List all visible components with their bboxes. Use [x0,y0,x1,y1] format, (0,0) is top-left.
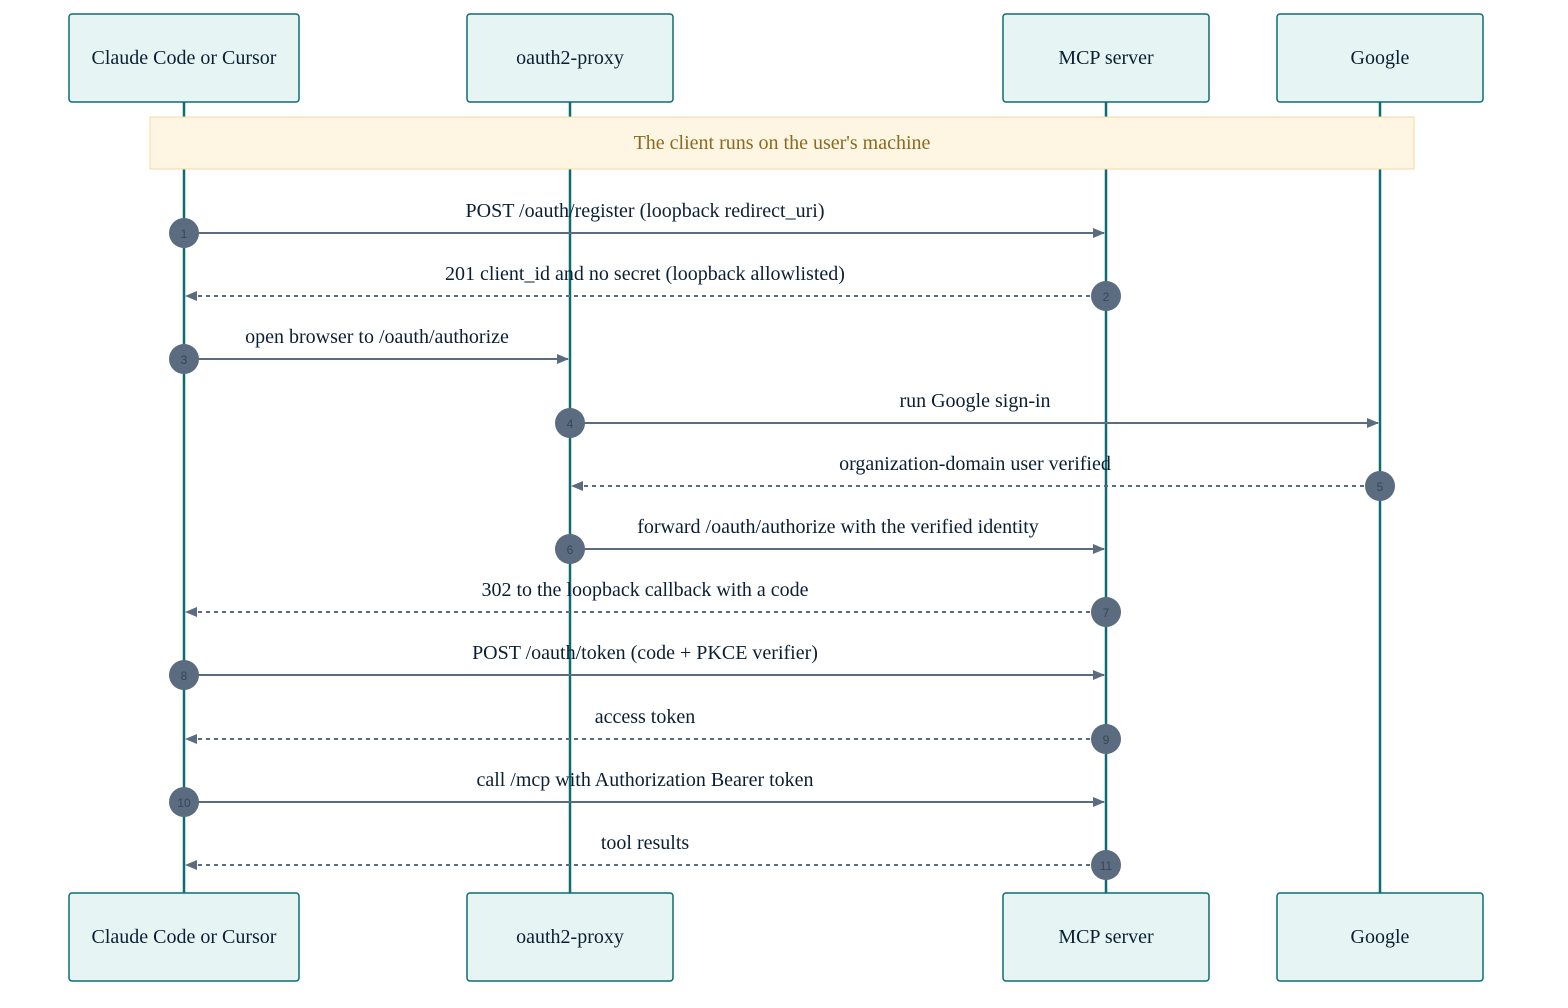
actor-box [466,13,674,103]
message-3: open browser to /oauth/authorize 3 [169,326,569,374]
step-number: 7 [1103,606,1110,620]
step-number: 11 [1100,859,1113,873]
actor-box [1276,13,1484,103]
actor-box [466,892,674,982]
message-label: 201 client_id and no secret (loopback al… [445,263,845,285]
message-label: call /mcp with Authorization Bearer toke… [476,769,813,791]
actor-client-top: Claude Code or Cursor [68,13,300,103]
actor-label: Claude Code or Cursor [92,47,277,69]
actor-label: MCP server [1058,47,1154,69]
message-4: run Google sign-in 4 [555,390,1379,438]
actor-google-top: Google [1276,13,1484,103]
actor-mcp-bottom: MCP server [1002,892,1210,982]
actors-bottom: Claude Code or Cursor oauth2-proxy MCP ser… [68,892,1484,982]
message-label: POST /oauth/token (code + PKCE verifier) [472,642,818,664]
actor-label: MCP server [1058,926,1154,948]
messages: POST /oauth/register (loopback redirect_… [169,200,1395,880]
step-badge [169,787,199,817]
message-1: POST /oauth/register (loopback redirect_… [169,200,1105,248]
message-label: organization-domain user verified [839,453,1111,475]
actor-label: Google [1351,926,1410,948]
actor-proxy-top: oauth2-proxy [466,13,674,103]
step-number: 4 [567,417,574,431]
note-box [149,116,1415,170]
note-layer: The client runs on the user's machine [149,116,1415,170]
step-number: 5 [1377,480,1384,494]
step-badge [1365,471,1395,501]
message-label: 302 to the loopback callback with a code [481,579,808,601]
actor-google-bottom: Google [1276,892,1484,982]
step-number: 9 [1103,733,1110,747]
message-9: access token 9 [185,706,1121,754]
message-label: tool results [601,832,690,854]
message-2: 201 client_id and no secret (loopback al… [185,263,1121,311]
step-badge [169,218,199,248]
step-badge [1091,597,1121,627]
actor-label: oauth2-proxy [516,47,624,69]
step-badge [555,534,585,564]
step-number: 6 [567,543,574,557]
actor-box [1002,13,1210,103]
note: The client runs on the user's machine [149,116,1415,170]
step-badge [1091,724,1121,754]
message-10: call /mcp with Authorization Bearer toke… [169,769,1105,817]
message-8: POST /oauth/token (code + PKCE verifier)… [169,642,1105,690]
message-label: open browser to /oauth/authorize [245,326,509,348]
actor-box [68,892,300,982]
message-11: tool results 11 [185,832,1121,880]
step-badge [1091,850,1121,880]
step-number: 3 [181,353,188,367]
step-number: 2 [1103,290,1110,304]
actor-label: Claude Code or Cursor [92,926,277,948]
message-label: POST /oauth/register (loopback redirect_… [466,200,825,222]
message-label: forward /oauth/authorize with the verifi… [637,516,1039,538]
actor-mcp-top: MCP server [1002,13,1210,103]
message-6: forward /oauth/authorize with the verifi… [555,516,1105,564]
actor-label: oauth2-proxy [516,926,624,948]
actor-box [1002,892,1210,982]
step-badge [169,344,199,374]
message-label: access token [595,706,696,728]
step-number: 8 [181,669,188,683]
actor-client-bottom: Claude Code or Cursor [68,892,300,982]
step-badge [555,408,585,438]
message-label: run Google sign-in [899,390,1050,412]
step-badge [169,660,199,690]
step-number: 10 [177,796,191,810]
note-text: The client runs on the user's machine [634,132,931,154]
actors-top: Claude Code or Cursor oauth2-proxy MCP ser… [68,13,1484,103]
message-7: 302 to the loopback callback with a code… [185,579,1121,627]
message-5: organization-domain user verified 5 [571,453,1395,501]
step-number: 1 [181,227,188,241]
actor-proxy-bottom: oauth2-proxy [466,892,674,982]
actor-box [68,13,300,103]
step-badge [1091,281,1121,311]
actor-box [1276,892,1484,982]
actor-label: Google [1351,47,1410,69]
